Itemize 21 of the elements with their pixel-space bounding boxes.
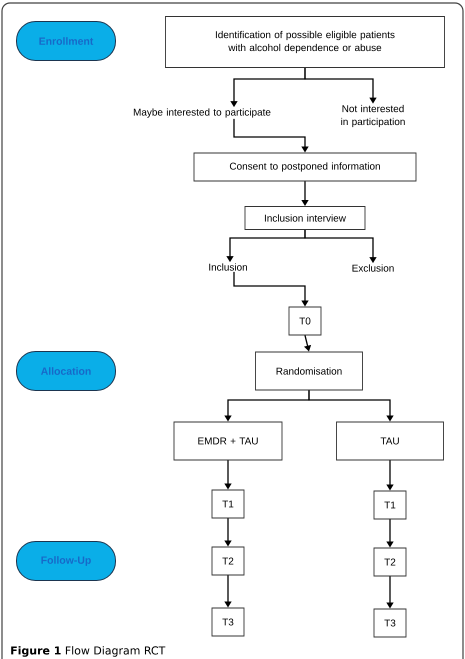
- timepoint-box: T3: [374, 608, 406, 638]
- process-box: TAU: [336, 422, 444, 460]
- process-box: EMDR + TAU: [174, 422, 282, 460]
- stage-pill: Enrollment: [16, 21, 116, 61]
- timepoint-box: T1: [212, 490, 244, 518]
- flow-text: Exclusion: [352, 264, 394, 272]
- flow-text: Inclusion: [209, 263, 247, 271]
- timepoint-box: T1: [374, 490, 406, 520]
- timepoint-box: T0: [288, 306, 322, 336]
- stage-pill: Allocation: [16, 351, 116, 391]
- process-box: Consent to postponed information: [194, 152, 416, 182]
- flow-text: Maybe interested to participate: [134, 108, 270, 118]
- process-box: Identification of possible eligible patients with alcohol dependence or abuse: [165, 16, 445, 68]
- process-box: Inclusion interview: [244, 206, 366, 230]
- figure-caption: Figure 1 Flow Diagram RCT: [11, 646, 166, 657]
- timepoint-box: T2: [212, 546, 244, 576]
- stage-pill: Follow-Up: [16, 541, 116, 581]
- timepoint-box: T3: [212, 608, 244, 636]
- process-box: Randomisation: [255, 352, 363, 390]
- timepoint-box: T2: [374, 548, 406, 576]
- flow-text: Not interested in participation: [341, 104, 405, 128]
